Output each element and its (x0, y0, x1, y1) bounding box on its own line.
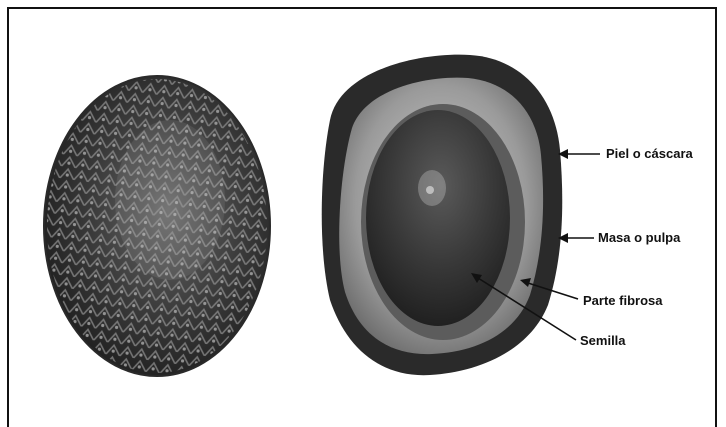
label-fibrous: Parte fibrosa (583, 294, 662, 307)
label-seed: Semilla (580, 334, 626, 347)
whole-fruit (44, 76, 270, 376)
label-skin: Piel o cáscara (606, 147, 693, 160)
label-pulp: Masa o pulpa (598, 231, 680, 244)
seed-shape (366, 110, 510, 326)
cut-fruit (322, 55, 563, 376)
